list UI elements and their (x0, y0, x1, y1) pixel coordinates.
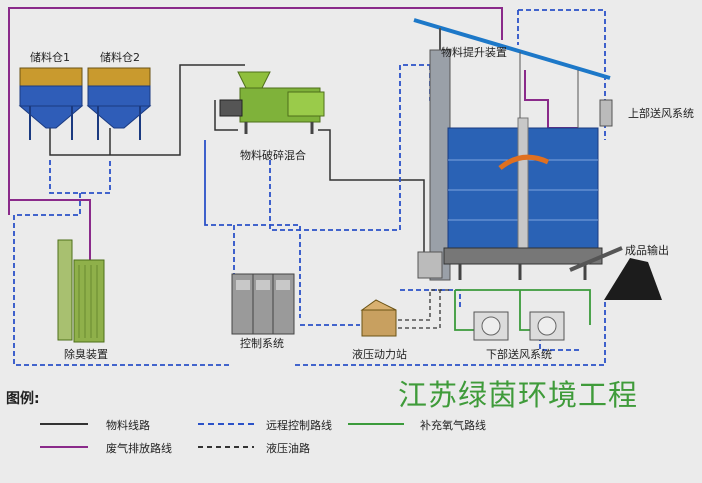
top-fan (599, 99, 613, 127)
bin1-label: 储料仓1 (30, 51, 70, 64)
storage-bin-2 (86, 67, 152, 140)
legend-label-exhaust: 废气排放路线 (106, 442, 172, 455)
lifter-label: 物料提升装置 (441, 46, 507, 59)
deodorization-unit (57, 239, 105, 343)
top-fan-label: 上部送风系统 (628, 107, 694, 120)
deodor-label: 除臭装置 (64, 348, 108, 361)
bottom-fan-label: 下部送风系统 (486, 348, 552, 361)
bottom-fan-1 (473, 311, 509, 341)
hydraulic-label: 液压动力站 (352, 348, 407, 361)
legend-title: 图例: (6, 391, 40, 407)
legend-lines (40, 423, 404, 448)
legend-label-control: 远程控制路线 (266, 419, 332, 432)
company-brand: 江苏绿茵环境工程 (398, 378, 639, 412)
control-cabinet (231, 273, 295, 335)
legend-label-oxygen: 补充氧气路线 (420, 419, 486, 432)
fermentation-reactor (443, 117, 603, 280)
storage-bin-1 (18, 67, 84, 140)
material-lines (49, 64, 425, 255)
bottom-fan-2 (529, 311, 565, 341)
roof (413, 18, 611, 128)
hydraulic-lines (398, 289, 450, 329)
crusher-label: 物料破碎混合 (240, 149, 306, 162)
output-label: 成品输出 (625, 244, 669, 257)
crusher-mixer-machine (219, 71, 325, 134)
product-output (569, 246, 662, 300)
legend-label-material: 物料线路 (106, 419, 150, 432)
hydraulic-station (360, 299, 397, 337)
control-label: 控制系统 (240, 337, 284, 350)
bin2-label: 储料仓2 (100, 51, 140, 64)
material-lifter (417, 49, 451, 281)
legend-label-hydraulic: 液压油路 (266, 442, 310, 455)
